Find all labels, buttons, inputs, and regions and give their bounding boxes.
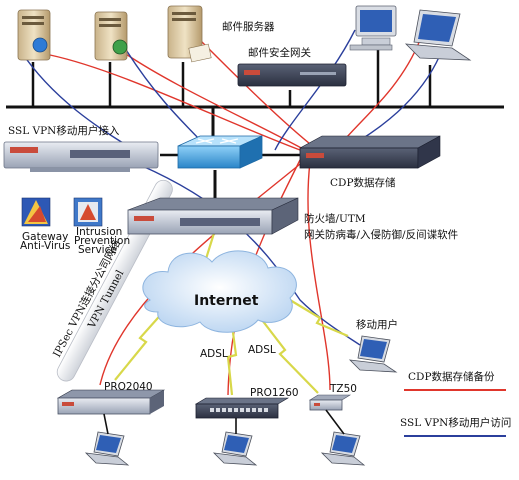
pro2040-appliance[interactable] [56,389,166,415]
database-icon [32,37,48,53]
cdp-label: CDP数据存储 [330,176,396,189]
ips-label-3: Service [78,244,117,256]
pro2040-label: PRO2040 [104,381,153,393]
desktop-pc[interactable] [349,5,397,51]
ips-label-2: Prevention [74,235,130,247]
wan-links [114,229,349,396]
firewall-utm[interactable] [127,197,299,235]
pro1260-appliance[interactable] [194,397,290,419]
firewall-label-1: 防火墙/UTM [304,212,366,225]
pro2040-laptop-link [103,413,109,435]
ips-label-1: Intrusion [76,226,122,238]
globe-icon [112,39,128,55]
gav-label-2: Anti-Virus [20,240,70,252]
cdp-storage[interactable] [299,135,441,169]
branch-laptop-3[interactable] [320,431,366,466]
core-switch[interactable] [177,135,263,169]
intrusion-prevention-badge [73,197,103,227]
mail-security-gateway[interactable] [237,63,347,87]
branch-laptop-2[interactable] [212,431,258,466]
pro1260-label: PRO1260 [250,387,299,399]
tz50-appliance[interactable] [308,394,352,411]
mail-server-label: 邮件服务器 [222,20,275,33]
ssl-vpn-appliance[interactable] [3,141,159,172]
gateway-antivirus-badge [21,197,51,227]
internet-label: Internet [194,293,259,309]
legend-ssl-label: SSL VPN移动用户访问 [400,416,511,429]
server-1[interactable] [17,9,51,61]
mail-gateway-label: 邮件安全网关 [248,46,311,59]
mobile-user-label: 移动用户 [356,318,398,331]
mobile-user-laptop[interactable] [348,335,398,373]
mail-server[interactable] [167,5,212,63]
adsl-right-label: ADSL [248,344,276,356]
tz50-label: TZ50 [329,383,357,395]
internet-cloud [142,250,297,333]
ssl-vpn-label: SSL VPN移动用户接入 [8,124,120,137]
mail-icon [188,43,212,63]
tz50-laptop-link [325,409,345,435]
server-2[interactable] [94,11,128,61]
laptop-top-right[interactable] [404,9,472,61]
branch-laptop-1[interactable] [84,431,130,466]
legend: CDP数据存储备份 SSL VPN移动用户访问 [400,370,511,437]
adsl-left-label: ADSL [200,348,228,360]
firewall-label-2: 网关防病毒/入侵防御/反间谍软件 [304,228,458,241]
gav-label-1: Gateway [22,231,68,243]
legend-cdp-label: CDP数据存储备份 [408,370,495,383]
